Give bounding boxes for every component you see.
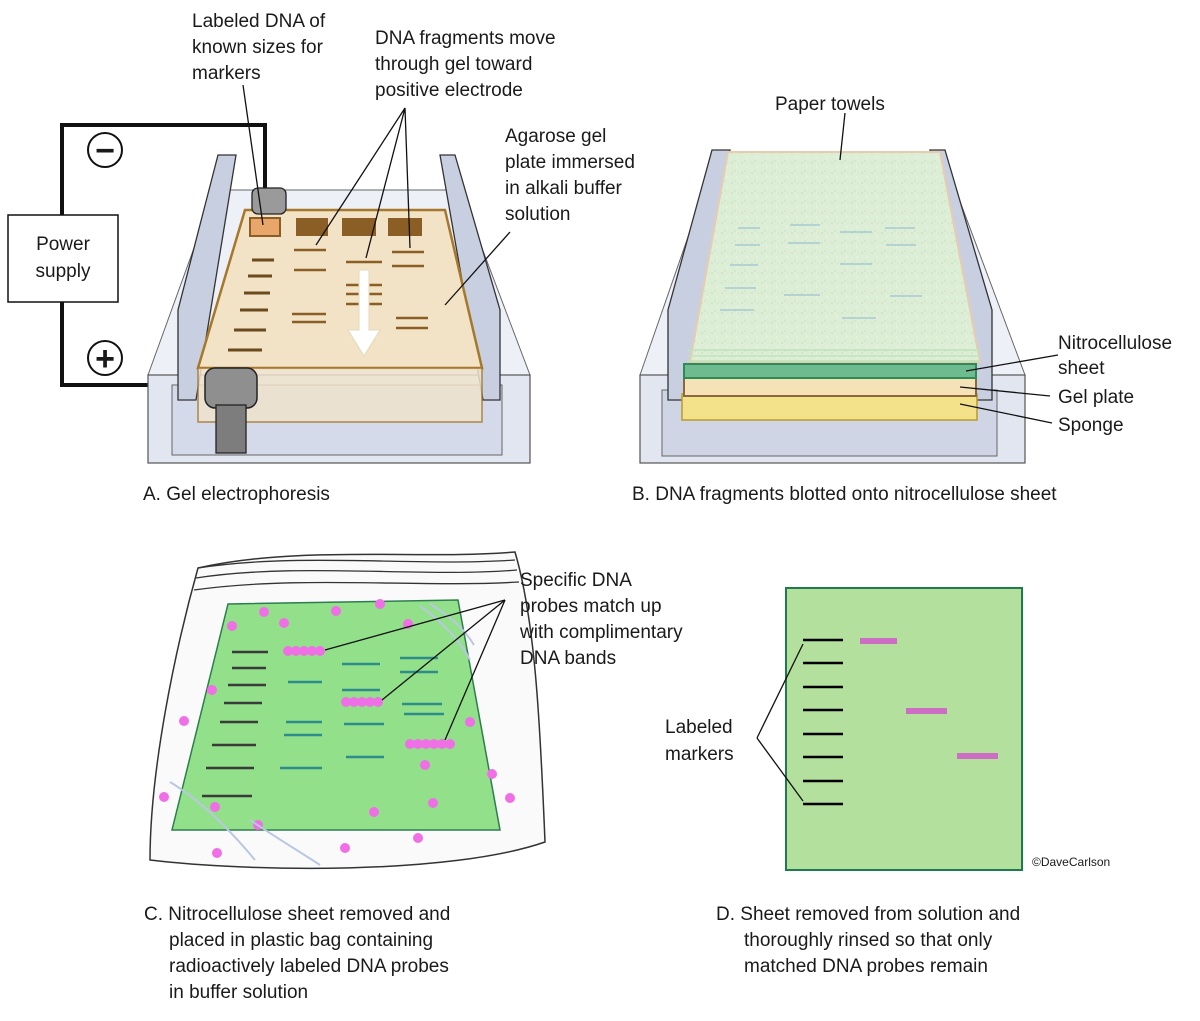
positive-electrode-post [215, 404, 247, 454]
plus-sign: + [95, 340, 115, 378]
caption-c-line3: radioactively labeled DNA probes [169, 956, 449, 977]
callout-line-markers [756, 737, 804, 802]
callout-line-probes [381, 599, 506, 701]
callout-markers-line2: known sizes for [192, 37, 324, 58]
callout-fragments-line1: DNA fragments move [375, 28, 556, 49]
copyright-text: ©DaveCarlson [1032, 855, 1110, 869]
negative-electrode-icon [251, 187, 287, 215]
bag-reflections [169, 603, 475, 866]
bound-probes [283, 646, 455, 749]
label-nitro-line2: sheet [1058, 358, 1105, 379]
result-probe-bands [860, 638, 998, 759]
callout-gel-line3: in alkali buffer [505, 178, 623, 199]
gel-plate [683, 377, 977, 397]
nitrocellulose-sheet [683, 363, 977, 379]
callout-line-gel [444, 231, 511, 306]
caption-c-line4: in buffer solution [169, 982, 308, 1003]
callout-line-sponge [959, 403, 1053, 424]
label-nitro-line1: Nitrocellulose [1058, 333, 1172, 354]
callout-probes-line4: DNA bands [520, 648, 616, 669]
power-label-line1: Power [36, 234, 91, 255]
power-supply-box [7, 214, 119, 303]
label-markers-line1: Labeled [665, 717, 733, 738]
callout-line-fragments [315, 107, 406, 246]
bag-marker-bands [202, 650, 268, 798]
panel-d-result: Labeled markers ©DaveCarlson D. Sheet re… [665, 587, 1110, 977]
agarose-gel-front [197, 367, 483, 423]
negative-wire [60, 123, 267, 215]
bag-seal-line [197, 559, 516, 569]
panel-b-blotting: Paper towels Nitrocellulose sheet Gel pl… [632, 94, 1172, 505]
callout-line-gel [959, 386, 1051, 397]
rinsed-sheet [785, 587, 1023, 871]
callout-line-towels [839, 112, 846, 161]
result-marker-bands [803, 638, 843, 806]
callout-gel-line1: Agarose gel [505, 126, 606, 147]
towel-band-ghosts [720, 224, 922, 319]
callout-markers-line3: markers [192, 63, 261, 84]
sponge [681, 393, 978, 421]
callout-line-fragments [365, 107, 406, 259]
label-sponge: Sponge [1058, 415, 1124, 436]
marker-well [249, 217, 281, 237]
sample-well [388, 218, 422, 236]
bag-sample-bands [280, 656, 444, 770]
callout-line-fragments [404, 107, 411, 249]
migration-arrow-icon [347, 269, 381, 357]
caption-c-line2: placed in plastic bag containing [169, 930, 433, 951]
marker-bands [228, 258, 274, 352]
callout-line-markers [242, 84, 264, 226]
callout-markers-line1: Labeled DNA of [192, 11, 326, 32]
positive-terminal-icon [87, 340, 123, 376]
callout-line-probes [324, 599, 506, 651]
caption-d-line1: D. Sheet removed from solution and [716, 904, 1020, 925]
label-paper-towels: Paper towels [775, 94, 885, 115]
callout-probes-line1: Specific DNA [520, 570, 632, 591]
sample-well [296, 218, 328, 236]
callout-gel-line4: solution [505, 204, 571, 225]
label-markers-line2: markers [665, 744, 734, 765]
callout-probes-line2: probes match up [520, 596, 662, 617]
caption-c-line1: C. Nitrocellulose sheet removed and [144, 904, 450, 925]
left-electrode-support [177, 154, 237, 401]
callout-line-probes [444, 599, 506, 741]
agarose-gel-plate [196, 208, 484, 370]
towel-edges [688, 349, 980, 362]
callout-fragments-line3: positive electrode [375, 80, 523, 101]
caption-b: B. DNA fragments blotted onto nitrocellu… [632, 484, 1057, 505]
power-label-line2: supply [36, 261, 91, 282]
caption-d-line2: thoroughly rinsed so that only [744, 930, 993, 951]
label-gel-plate: Gel plate [1058, 387, 1134, 408]
panel-a-gel-electrophoresis: Power supply − + [7, 11, 635, 505]
minus-sign: − [95, 132, 115, 170]
panel-c-probe-bag: Specific DNA probes match up with compli… [144, 551, 683, 1003]
callout-line-markers [756, 643, 804, 739]
bag-seal-line [195, 569, 518, 579]
paper-towel-stack [688, 151, 982, 363]
negative-terminal-icon [87, 132, 123, 168]
callout-probes-line3: with complimentary [519, 622, 683, 643]
bag-seal-line [193, 581, 520, 591]
callout-gel-line2: plate immersed [505, 152, 635, 173]
sample-well [342, 218, 376, 236]
callout-fragments-line2: through gel toward [375, 54, 532, 75]
caption-a: A. Gel electrophoresis [143, 484, 330, 505]
callout-line-nitro [965, 354, 1059, 372]
caption-d-line3: matched DNA probes remain [744, 956, 988, 977]
positive-electrode-icon [204, 367, 258, 409]
